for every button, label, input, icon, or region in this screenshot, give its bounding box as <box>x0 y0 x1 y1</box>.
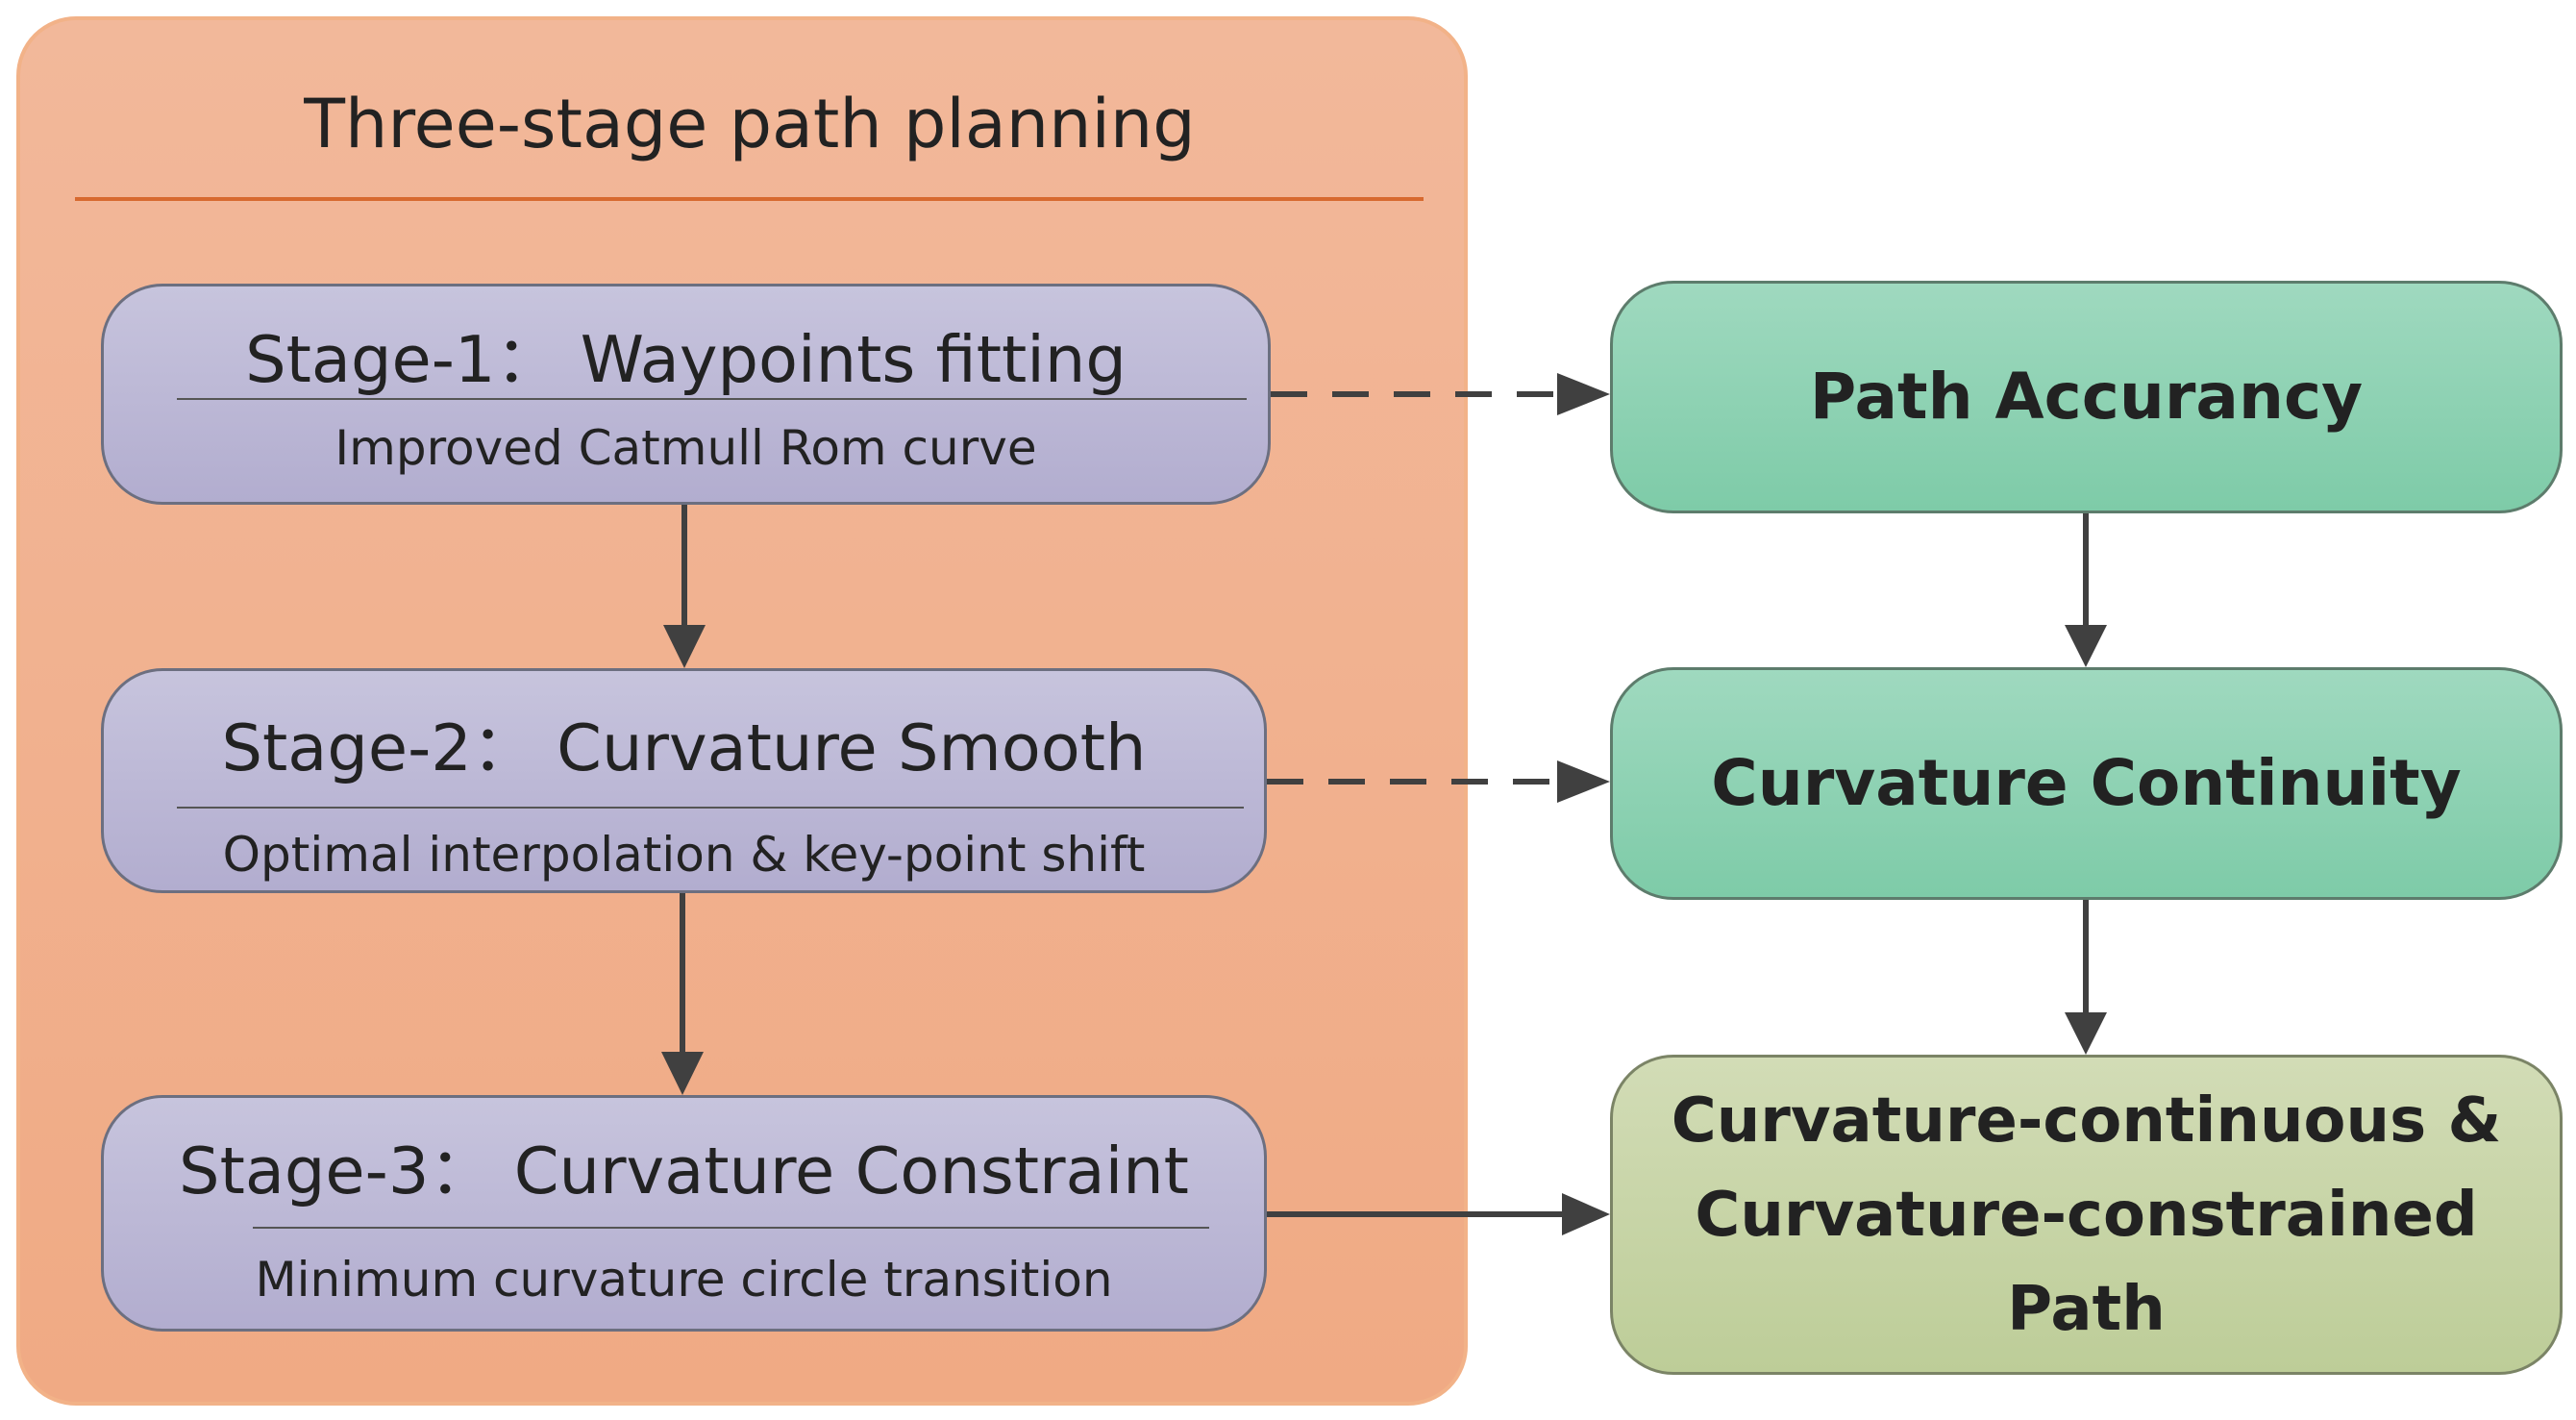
stage-2-subtitle: Optimal interpolation & key-point shift <box>222 827 1146 883</box>
final-path-label-line-2: Curvature-constrained Path <box>1695 1179 2478 1345</box>
stage-3-box: Stage-3： Curvature Constraint Minimum cu… <box>101 1095 1267 1332</box>
stage-3-title: Stage-3： Curvature Constraint <box>179 1134 1189 1208</box>
stage-2-box: Stage-2： Curvature Smooth Optimal interp… <box>101 668 1267 893</box>
final-path-box: Curvature-continuous & Curvature-constra… <box>1610 1055 2563 1375</box>
path-accuracy-box: Path Accurancy <box>1610 281 2563 513</box>
arrow-accuracy-to-continuity <box>2065 513 2107 667</box>
path-accuracy-label: Path Accurancy <box>1809 360 2364 434</box>
stage-2-title: Stage-2： Curvature Smooth <box>221 710 1147 785</box>
stage-1-divider <box>177 398 1247 400</box>
stage-3-divider <box>253 1227 1209 1229</box>
stage-2-divider <box>177 807 1244 809</box>
final-path-label-line-1: Curvature-continuous & <box>1671 1084 2502 1157</box>
stage-3-subtitle: Minimum curvature circle transition <box>255 1252 1113 1308</box>
stage-1-title: Stage-1： Waypoints fitting <box>245 322 1127 397</box>
panel-title: Three-stage path planning <box>304 85 1196 163</box>
curvature-continuity-box: Curvature Continuity <box>1610 667 2563 900</box>
stage-1-box: Stage-1： Waypoints fitting Improved Catm… <box>101 284 1271 505</box>
stage-1-subtitle: Improved Catmull Rom curve <box>334 420 1037 476</box>
curvature-continuity-label: Curvature Continuity <box>1711 746 2462 820</box>
arrow-continuity-to-final <box>2065 900 2107 1055</box>
panel-title-divider <box>75 197 1424 201</box>
